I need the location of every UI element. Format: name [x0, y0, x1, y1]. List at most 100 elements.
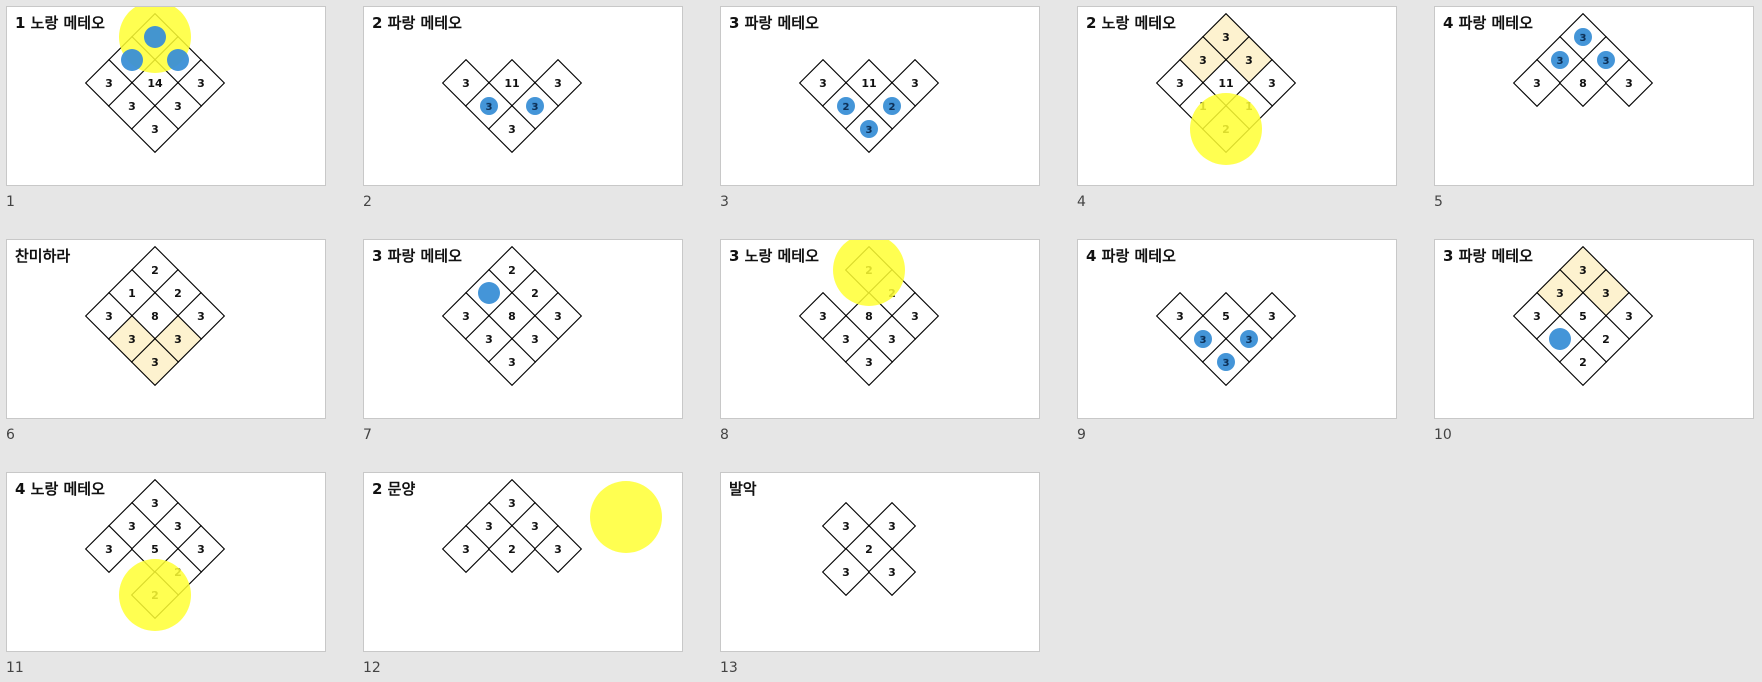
grid-cell-value: 2 — [531, 287, 539, 300]
grid-cell-value: 3 — [819, 310, 827, 323]
grid-cell-value: 3 — [1245, 54, 1253, 67]
slide-number: 12 — [363, 660, 381, 676]
grid-cell-value: 5 — [151, 543, 159, 556]
grid-cell-shape — [441, 524, 491, 574]
slide-thumbnail[interactable]: 3333833334 파랑 메테오 — [1434, 6, 1754, 186]
blue-meteor-marker: 3 — [1551, 51, 1569, 69]
grid-cell-shape — [487, 524, 537, 574]
grid-cell-value: 3 — [842, 333, 850, 346]
grid-cell-value: 3 — [128, 520, 136, 533]
grid-cell-value: 3 — [105, 543, 113, 556]
grid-cell-shape — [487, 337, 537, 387]
grid-cell-value: 3 — [151, 497, 159, 510]
grid-cell-value: 3 — [128, 333, 136, 346]
meteor-label: 3 — [1246, 335, 1253, 346]
blue-meteor-marker — [1549, 328, 1571, 350]
grid-cell-value: 8 — [1579, 77, 1587, 90]
grid-cell-value: 3 — [197, 310, 205, 323]
grid-cell-value: 3 — [865, 356, 873, 369]
grid-cell-value: 3 — [911, 310, 919, 323]
grid-cell-value: 3 — [105, 77, 113, 90]
grid-cell: 3 — [441, 524, 491, 574]
grid-cell-value: 3 — [174, 100, 182, 113]
blue-meteor-marker: 2 — [837, 97, 855, 115]
blue-meteor-marker: 2 — [883, 97, 901, 115]
grid-cell: 3 — [1512, 58, 1562, 108]
slide-title: 4 노랑 메테오 — [15, 480, 105, 498]
slide-thumbnail[interactable]: 333353224 노랑 메테오 — [6, 472, 326, 652]
slide-thumbnail[interactable]: 31132232233 파랑 메테오 — [720, 6, 1040, 186]
blue-meteor-marker: 3 — [1597, 51, 1615, 69]
grid-cell-value: 3 — [1602, 287, 1610, 300]
grid-cell: 3 — [487, 337, 537, 387]
grid-cell-value: 3 — [462, 310, 470, 323]
diamond-board: 333383333 — [1512, 12, 1654, 108]
blue-meteor-marker: 3 — [1240, 330, 1258, 348]
grid-cell-value: 3 — [911, 77, 919, 90]
slide-number: 9 — [1077, 427, 1086, 443]
grid-cell-value: 2 — [865, 543, 873, 556]
grid-cell-value: 3 — [174, 333, 182, 346]
grid-cell-shape — [130, 104, 180, 154]
grid-cell-value: 3 — [819, 77, 827, 90]
grid-cell-shape — [821, 547, 871, 597]
grid-cell-value: 3 — [1625, 77, 1633, 90]
grid-cell-value: 14 — [147, 77, 163, 90]
slide-thumbnail[interactable]: 3533333334 파랑 메테오 — [1077, 239, 1397, 419]
grid-cell-shape — [487, 104, 537, 154]
slide-number: 8 — [720, 427, 729, 443]
grid-cell: 3 — [84, 524, 134, 574]
slide-thumbnail[interactable]: 33331131122 노랑 메테오 — [1077, 6, 1397, 186]
grid-cell-value: 5 — [1222, 310, 1230, 323]
grid-cell-value: 3 — [508, 123, 516, 136]
slide-title: 3 파랑 메테오 — [372, 247, 462, 265]
slide-number: 13 — [720, 660, 738, 676]
blue-meteor-marker: 3 — [860, 120, 878, 138]
meteor-label: 3 — [1223, 358, 1230, 369]
blue-meteor-marker — [478, 282, 500, 304]
slide-title: 3 파랑 메테오 — [1443, 247, 1533, 265]
grid-cell-value: 2 — [174, 287, 182, 300]
grid-cell-value: 3 — [1268, 310, 1276, 323]
grid-cell-shape — [84, 524, 134, 574]
grid-cell-shape — [1512, 58, 1562, 108]
yellow-meteor-circle — [590, 481, 662, 553]
grid-cell-value: 2 — [151, 264, 159, 277]
slide-number: 5 — [1434, 194, 1443, 210]
blue-meteor-marker: 3 — [480, 97, 498, 115]
slide-title: 찬미하라 — [15, 247, 71, 265]
grid-cell-value: 3 — [888, 566, 896, 579]
blue-meteor-marker — [167, 49, 189, 71]
blue-meteor-marker — [144, 26, 166, 48]
grid-cell: 3 — [487, 104, 537, 154]
slide-number: 1 — [6, 194, 15, 210]
grid-cell-value: 3 — [531, 333, 539, 346]
grid-cell: 2 — [1558, 337, 1608, 387]
grid-cell-value: 3 — [1176, 77, 1184, 90]
yellow-meteor-circle — [119, 559, 191, 631]
meteor-label: 3 — [866, 125, 873, 136]
grid-cell: 3 — [867, 547, 917, 597]
grid-cell: 3 — [130, 104, 180, 154]
slide-title: 3 노랑 메테오 — [729, 247, 819, 265]
slide-number: 10 — [1434, 427, 1452, 443]
grid-cell-value: 3 — [1268, 77, 1276, 90]
grid-cell-shape — [844, 337, 894, 387]
blue-meteor-marker: 3 — [1194, 330, 1212, 348]
slide-thumbnail[interactable]: 3113333332 파랑 메테오 — [363, 6, 683, 186]
grid-cell-value: 3 — [531, 520, 539, 533]
grid-cell-value: 2 — [508, 264, 516, 277]
slide-number: 3 — [720, 194, 729, 210]
grid-cell-value: 3 — [554, 543, 562, 556]
grid-cell-value: 3 — [1533, 310, 1541, 323]
blue-meteor-marker: 3 — [526, 97, 544, 115]
